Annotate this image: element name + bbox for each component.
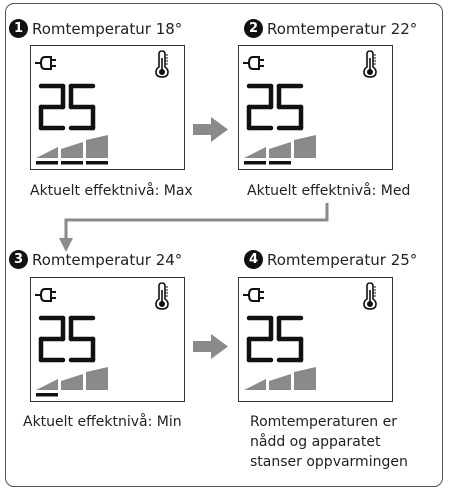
active-level-underline <box>36 393 58 397</box>
lcd-digit <box>246 315 274 363</box>
lcd-digit <box>68 315 96 363</box>
lcd-digit <box>276 83 304 131</box>
power-level-bar <box>36 147 58 158</box>
active-level-underline <box>36 161 58 165</box>
step-1-heading: 1 Romtemperatur 18° <box>9 19 182 38</box>
lcd-digit <box>38 83 66 131</box>
power-level-bar <box>36 379 58 390</box>
plug-icon <box>35 288 56 302</box>
step-1-title: Romtemperatur 18° <box>32 19 183 38</box>
diagram-frame <box>5 3 443 487</box>
step-1-display <box>30 45 185 170</box>
plug-icon <box>243 56 264 70</box>
lcd-digit <box>68 83 96 131</box>
thermometer-icon <box>363 50 377 78</box>
connector-down-arrow-icon <box>59 203 329 252</box>
plug-icon <box>243 288 264 302</box>
power-level-bar <box>294 135 316 158</box>
step-3-display <box>30 277 185 402</box>
power-level-bar <box>61 142 83 158</box>
arrow-right-icon <box>193 334 228 359</box>
step-1-number: 1 <box>9 19 28 38</box>
power-level-bar <box>86 367 108 390</box>
power-level-bar <box>269 374 291 390</box>
active-level-underline <box>244 161 266 165</box>
active-level-underline <box>86 161 108 165</box>
active-level-underline <box>269 161 291 165</box>
step-3-number: 3 <box>9 250 28 269</box>
step-2-caption: Aktuelt effektnivå: Med <box>247 181 410 201</box>
power-level-bar <box>294 367 316 390</box>
active-level-underline <box>61 161 83 165</box>
step-2-caption-line: Aktuelt effektnivå: Med <box>247 183 411 199</box>
lcd-digit <box>276 315 304 363</box>
thermometer-icon <box>363 282 377 310</box>
thermometer-icon <box>155 282 169 310</box>
step-4-number: 4 <box>244 250 263 269</box>
step-4-display <box>238 277 393 402</box>
step-3-title: Romtemperatur 24° <box>32 250 183 269</box>
step-3-caption-line: Aktuelt effektnivå: Min <box>23 414 182 430</box>
lcd-digit <box>38 315 66 363</box>
thermometer-icon <box>155 50 169 78</box>
power-level-bar <box>244 379 266 390</box>
step-3-caption: Aktuelt effektnivå: Min <box>23 412 182 432</box>
power-level-bar <box>61 374 83 390</box>
step-4-caption-line-3: stanser oppvarmingen <box>250 454 408 470</box>
step-4-caption: Romtemperaturen er nådd og apparatet sta… <box>250 412 408 472</box>
step-2-heading: 2 Romtemperatur 22° <box>244 19 417 38</box>
step-2-display <box>238 45 393 170</box>
lcd-digit <box>246 83 274 131</box>
step-4-caption-line-1: Romtemperaturen er <box>250 414 397 430</box>
plug-icon <box>35 56 56 70</box>
power-level-bar <box>269 142 291 158</box>
step-4-heading: 4 Romtemperatur 25° <box>244 250 417 269</box>
step-4-title: Romtemperatur 25° <box>267 250 418 269</box>
arrow-right-icon <box>193 117 228 142</box>
step-4-caption-line-2: nådd og apparatet <box>250 434 381 450</box>
step-2-number: 2 <box>244 19 263 38</box>
power-level-bar <box>244 147 266 158</box>
step-1-caption-line: Aktuelt effektnivå: Max <box>30 183 193 199</box>
power-level-bar <box>86 135 108 158</box>
step-3-heading: 3 Romtemperatur 24° <box>9 250 182 269</box>
step-2-title: Romtemperatur 22° <box>267 19 418 38</box>
step-1-caption: Aktuelt effektnivå: Max <box>30 181 193 201</box>
